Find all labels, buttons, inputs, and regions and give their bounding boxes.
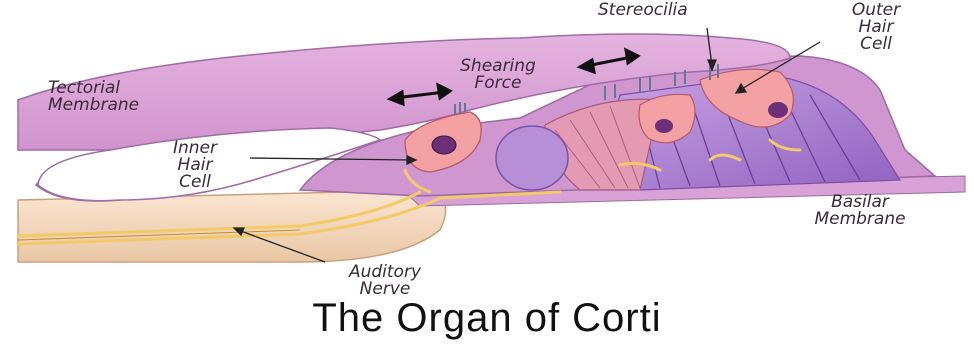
label-shearing-line-2: Force <box>418 75 578 92</box>
label-outer-hair-cell: Outer Hair Cell <box>826 2 926 53</box>
label-basilar-membrane: Basilar Membrane <box>760 194 960 228</box>
label-outer-line-3: Cell <box>826 36 926 53</box>
label-stereocilia: Stereocilia <box>598 2 688 19</box>
tunnel-of-corti <box>496 126 568 190</box>
label-shearing-force: Shearing Force <box>418 58 578 92</box>
label-basilar-line-2: Membrane <box>760 211 960 228</box>
label-tectorial-line-2: Membrane <box>48 97 139 114</box>
label-inner-hair-cell: Inner Hair Cell <box>150 140 240 191</box>
label-tectorial-membrane: Tectorial Membrane <box>48 80 139 114</box>
diagram-title: The Organ of Corti <box>0 296 974 341</box>
label-stereocilia-text: Stereocilia <box>598 0 688 20</box>
label-auditory-nerve: Auditory Nerve <box>320 264 450 298</box>
label-inner-line-3: Cell <box>150 174 240 191</box>
